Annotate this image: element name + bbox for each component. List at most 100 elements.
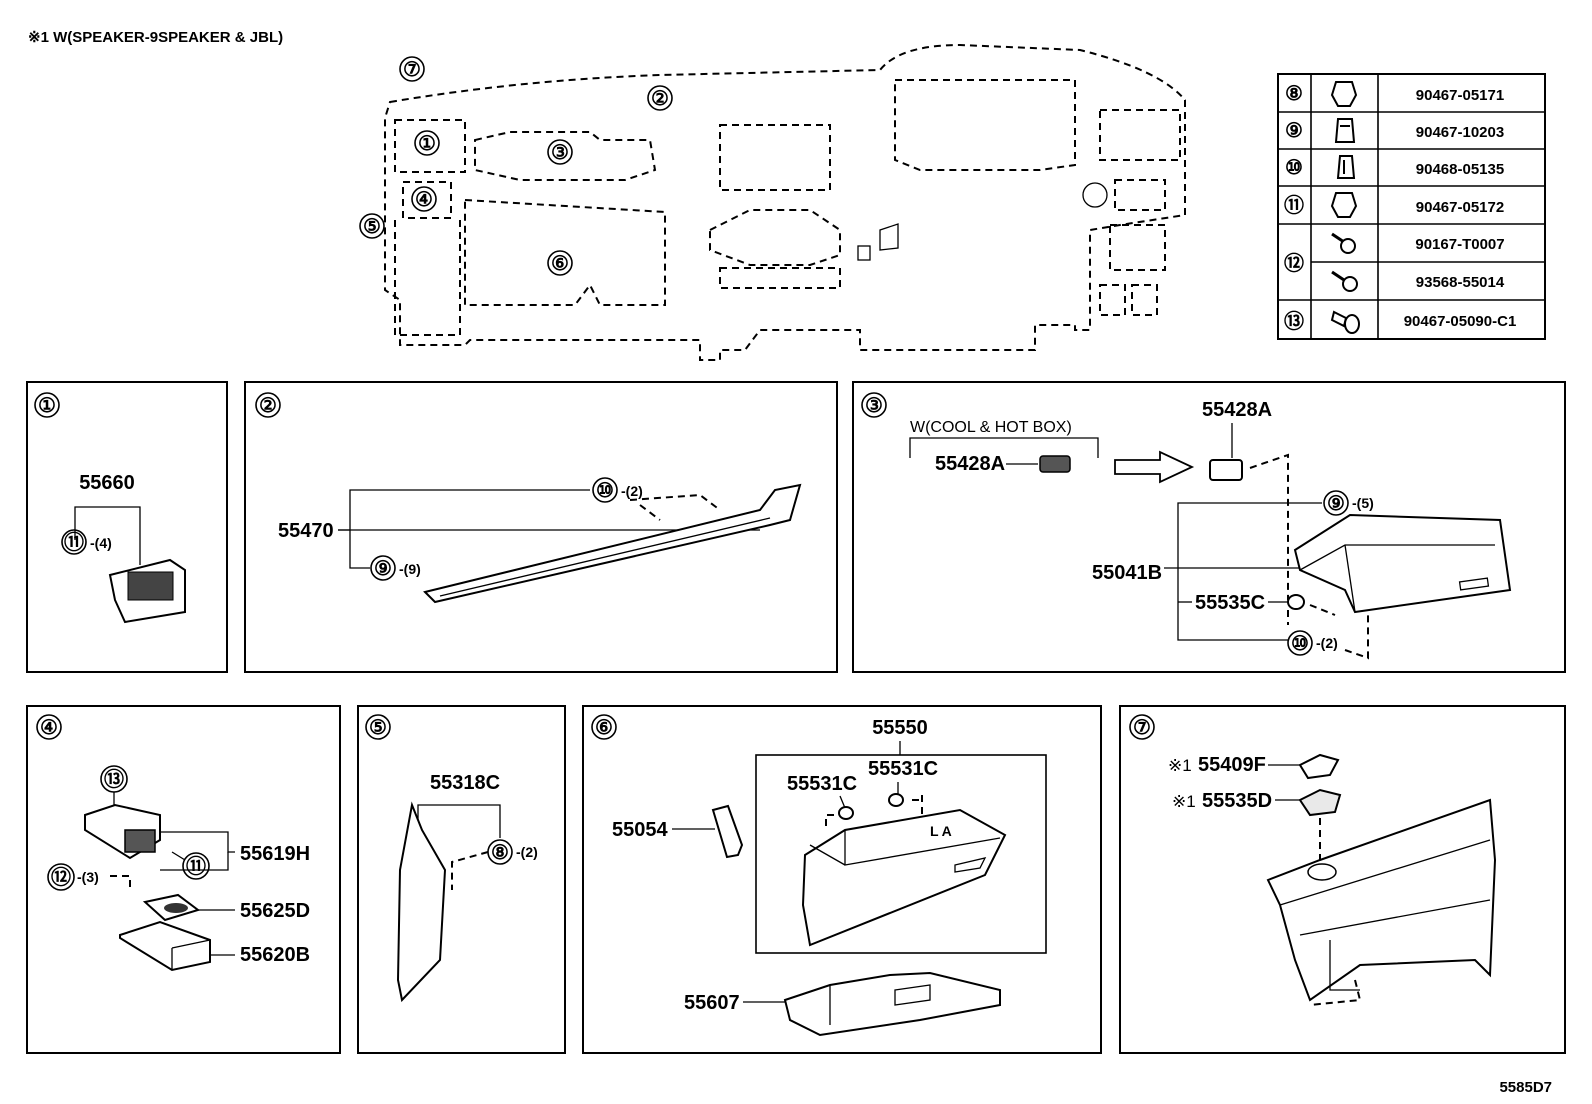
leader-dashed bbox=[1249, 453, 1289, 625]
clip-callout: ⑪ bbox=[61, 529, 87, 555]
panel-number: ① bbox=[34, 392, 60, 418]
pin-icon bbox=[1330, 310, 1360, 334]
part-label: 55318C bbox=[430, 772, 500, 794]
variant-note: W(COOL & HOT BOX) bbox=[910, 419, 1072, 436]
part-label: 55535D bbox=[1202, 790, 1272, 812]
box-part bbox=[1293, 513, 1512, 614]
table-row: ⑩ 90468-05135 bbox=[1285, 155, 1504, 179]
callout-6: ⑥ bbox=[547, 250, 573, 276]
overview-center bbox=[709, 209, 841, 266]
tray-part bbox=[119, 920, 211, 972]
table-row: ⑧ 90467-05171 bbox=[1285, 81, 1504, 107]
panel-2: ② 55470 ⑩ -(2) ⑨ -(9) bbox=[244, 381, 838, 673]
clip-icon bbox=[1336, 155, 1356, 179]
lid-part bbox=[1209, 459, 1243, 481]
overview-switch-2 bbox=[1131, 284, 1158, 316]
screw-icon bbox=[1331, 270, 1358, 292]
svg-text:③: ③ bbox=[551, 142, 569, 164]
svg-text:⑧: ⑧ bbox=[1285, 83, 1303, 105]
overview-display bbox=[719, 124, 831, 191]
table-row: ⑪ 90467-05172 bbox=[1284, 192, 1504, 218]
clip-callout: ⑩ bbox=[592, 477, 618, 503]
svg-text:93568-55014: 93568-55014 bbox=[1416, 274, 1505, 291]
part-label: 55531C bbox=[868, 758, 938, 780]
overview-knob bbox=[1082, 182, 1108, 208]
part-label: 55428A bbox=[1202, 399, 1272, 421]
svg-text:⑤: ⑤ bbox=[363, 216, 381, 238]
damper-part bbox=[711, 804, 744, 859]
overview-switch-1 bbox=[1099, 284, 1126, 316]
clip-callout: ⑬ bbox=[100, 765, 128, 793]
svg-text:⑩: ⑩ bbox=[1285, 157, 1303, 179]
svg-text:⑧: ⑧ bbox=[491, 842, 509, 864]
table-row: 93568-55014 bbox=[1331, 270, 1505, 292]
clip-icon bbox=[1330, 192, 1358, 218]
bumper-part bbox=[888, 793, 904, 807]
leader-dashed bbox=[825, 795, 923, 826]
svg-text:90167-T0007: 90167-T0007 bbox=[1415, 236, 1504, 253]
part-label: 55619H bbox=[240, 843, 310, 865]
clip-callout: ⑨ bbox=[370, 555, 396, 581]
leader-line bbox=[74, 506, 141, 565]
leader-line bbox=[1177, 502, 1322, 641]
svg-text:-(4): -(4) bbox=[90, 535, 112, 551]
arrow-icon bbox=[1114, 450, 1195, 484]
clip-icon bbox=[1330, 81, 1358, 107]
panel-6: ⑥ 55550 55531C 55531C L A 55054 55607 bbox=[582, 705, 1102, 1054]
overview-vent-right bbox=[1099, 109, 1181, 161]
svg-text:⑤: ⑤ bbox=[369, 717, 387, 739]
part-label: 55620B bbox=[240, 944, 310, 966]
svg-text:⑪: ⑪ bbox=[1284, 194, 1304, 217]
part-label: 55428A bbox=[935, 453, 1005, 475]
svg-text:⑨: ⑨ bbox=[1327, 493, 1345, 515]
panel-number: ② bbox=[255, 392, 281, 418]
svg-text:90468-05135: 90468-05135 bbox=[1416, 161, 1504, 178]
panel-7: ⑦ ※1 55409F ※1 55535D bbox=[1119, 705, 1566, 1054]
bumper-part bbox=[838, 806, 854, 820]
svg-text:-(2): -(2) bbox=[516, 844, 538, 860]
speaker-grille-part bbox=[1298, 788, 1342, 817]
callout-2: ② bbox=[647, 85, 673, 111]
svg-text:⑫: ⑫ bbox=[1284, 252, 1304, 275]
leader-line bbox=[338, 489, 590, 531]
clip-callout: ⑪ bbox=[182, 852, 210, 880]
overview-cluster bbox=[894, 79, 1076, 171]
part-label: 55660 bbox=[79, 472, 135, 494]
side-panel-part bbox=[396, 801, 447, 1003]
leader-dashed bbox=[1309, 604, 1369, 660]
svg-text:②: ② bbox=[651, 88, 669, 110]
callout-1: ① bbox=[414, 130, 440, 156]
vent-grille bbox=[127, 571, 174, 601]
table-row: ⑨ 90467-10203 bbox=[1285, 118, 1504, 143]
leader-dashed bbox=[110, 875, 131, 892]
leader-dashed bbox=[1309, 979, 1362, 1006]
svg-text:-(5): -(5) bbox=[1352, 495, 1374, 511]
panel-5: ⑤ 55318C ⑧ -(2) bbox=[357, 705, 566, 1054]
svg-text:⑫: ⑫ bbox=[51, 866, 71, 889]
svg-text:90467-10203: 90467-10203 bbox=[1416, 124, 1504, 141]
clip-callout: ⑨ bbox=[1323, 490, 1349, 516]
clip-part bbox=[1287, 594, 1305, 610]
overview-panel-4 bbox=[402, 181, 452, 219]
bracket bbox=[909, 437, 1099, 458]
overview-small-square bbox=[857, 245, 871, 261]
svg-text:⑬: ⑬ bbox=[104, 768, 124, 791]
svg-text:⑬: ⑬ bbox=[1284, 310, 1304, 333]
overview-vent-left bbox=[394, 119, 466, 173]
svg-text:-(2): -(2) bbox=[1316, 635, 1338, 651]
panel-3: ③ W(COOL & HOT BOX) 55428A 55428A ⑨ -(5)… bbox=[852, 381, 1566, 673]
dashboard-overview: ① ② ③ ④ ⑤ ⑥ ⑦ bbox=[359, 43, 1186, 361]
panel-number: ⑥ bbox=[591, 714, 617, 740]
overview-glovebox bbox=[464, 198, 666, 306]
part-label: 55535C bbox=[1195, 592, 1265, 614]
svg-text:※1: ※1 bbox=[1172, 792, 1196, 811]
door-marking: L A bbox=[930, 823, 952, 839]
leader-line bbox=[160, 831, 235, 853]
dash-panel-part bbox=[1266, 798, 1497, 1002]
glovebox-liner-part bbox=[783, 971, 1001, 1037]
svg-text:①: ① bbox=[38, 395, 56, 417]
header-note: ※1 W(SPEAKER-9SPEAKER & JBL) bbox=[28, 29, 283, 46]
svg-text:90467-05171: 90467-05171 bbox=[1416, 87, 1504, 104]
part-label: 55054 bbox=[612, 819, 668, 841]
svg-text:⑪: ⑪ bbox=[64, 531, 84, 554]
